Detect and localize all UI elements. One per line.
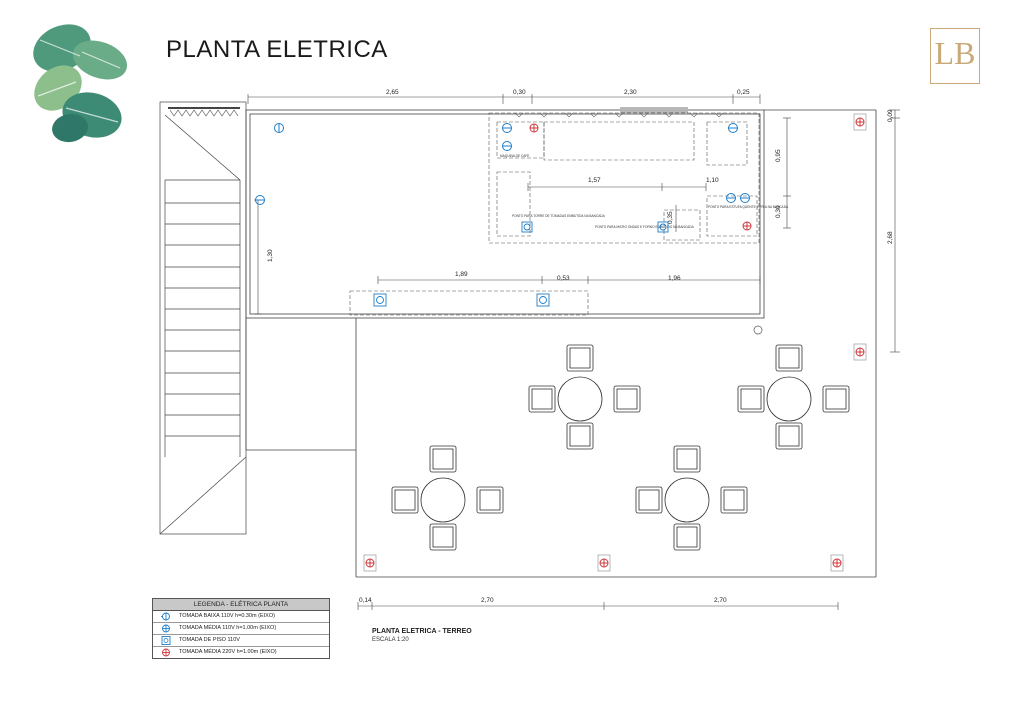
wall-fixtures: [514, 112, 724, 118]
dim-top-265: 2,65: [386, 89, 399, 96]
floor-outlets: [373, 221, 669, 307]
dim-bottom-270b: 2,70: [714, 597, 727, 604]
outlet-mid-220v-icon: [153, 647, 179, 658]
floor-outlet-icon: [153, 635, 179, 646]
dim-top-030: 0,30: [513, 89, 526, 96]
caption-title: PLANTA ELETRICA - TERREO: [372, 628, 472, 635]
dim-right-268: 2,68: [887, 231, 894, 244]
floor-outlet-icon: [521, 221, 533, 233]
dim-inner-035: 0,35: [667, 211, 674, 224]
staircase: [159, 101, 247, 535]
caption-scale: ESCALA 1:20: [372, 637, 409, 643]
dim-bottom-270a: 2,70: [481, 597, 494, 604]
dim-top-025: 0,25: [737, 89, 750, 96]
table-set-1: [528, 344, 641, 450]
note-microwave-oven: PONTO PARA MICRO ONDAS E FORNO EMBUTIDO …: [595, 225, 695, 229]
drawing-caption: PLANTA ELETRICA - TERREO ESCALA 1:20: [372, 628, 472, 643]
legend-label: TOMADA BAIXA 110V h=0.30m (EIXO): [179, 613, 275, 619]
counter-dashed-outlines: [349, 112, 760, 316]
table-set-2: [737, 344, 850, 450]
brand-logo: LB: [930, 28, 980, 84]
dim-counter-189: 1,89: [455, 271, 468, 278]
dim-inner-095: 0,95: [775, 149, 782, 162]
floor-outlet-icon: [373, 293, 387, 307]
legend-label: TOMADA DE PISO 110V: [179, 637, 240, 643]
right-dimension-line: [890, 109, 900, 353]
dim-counter-196: 1,96: [668, 275, 681, 282]
dim-inner-110: 1,10: [706, 177, 719, 184]
table-set-4: [635, 445, 748, 551]
dim-counter-053: 0,53: [557, 275, 570, 282]
outlets-220v: [365, 117, 865, 568]
note-hot-cold-display: PONTO PARA ESTUFA QUENTE E FRIA NA BANCA…: [708, 205, 789, 209]
outlet-wall-boxes: [363, 113, 867, 572]
dim-left-130: 1,30: [267, 249, 274, 262]
floor-outlet-icon: [657, 221, 669, 233]
legend-label: TOMADA MÉDIA 110V h=1.00m (EIXO): [179, 625, 277, 631]
dim-inner-030: 0,30: [775, 205, 782, 218]
dim-inner-157: 1,57: [588, 177, 601, 184]
dim-right-009: 0,09: [887, 109, 894, 122]
table-set-3: [391, 445, 504, 551]
page-title: PLANTA ELETRICA: [166, 36, 388, 63]
monstera-leaf-illustration: [33, 24, 128, 143]
legend-row: TOMADA DE PISO 110V: [153, 635, 329, 647]
outlet-low-110v-icon: [153, 611, 179, 622]
note-counter-outlets: PONTO PARA TORRE DE TOMADAS EMBUTIDA NA …: [512, 214, 606, 218]
outlets-110v: [255, 123, 750, 205]
floor-outlet-icon: [536, 293, 550, 307]
building-walls: [245, 107, 877, 578]
legend-row: TOMADA BAIXA 110V h=0.30m (EIXO): [153, 611, 329, 623]
bottom-dimension-line: [357, 602, 839, 610]
legend-row: TOMADA MÉDIA 110V h=1.00m (EIXO): [153, 623, 329, 635]
dim-bottom-014: 0,14: [359, 597, 372, 604]
top-dimension-line: [247, 94, 761, 104]
legend-title: LEGENDA - ELÉTRICA PLANTA: [153, 599, 329, 611]
logo-mark: LB: [934, 35, 976, 71]
legend-table: LEGENDA - ELÉTRICA PLANTA TOMADA BAIXA 1…: [152, 598, 330, 659]
dim-top-230: 2,30: [624, 89, 637, 96]
note-coffee-machine: MAQUINA DE CAFE: [500, 154, 529, 158]
column-marker: [753, 325, 763, 335]
inner-dimension-lines: [254, 117, 791, 315]
outlet-mid-110v-icon: [153, 623, 179, 634]
legend-row: TOMADA MÉDIA 220V h=1.00m (EIXO): [153, 647, 329, 658]
legend-label: TOMADA MÉDIA 220V h=1.00m (EIXO): [179, 649, 277, 655]
